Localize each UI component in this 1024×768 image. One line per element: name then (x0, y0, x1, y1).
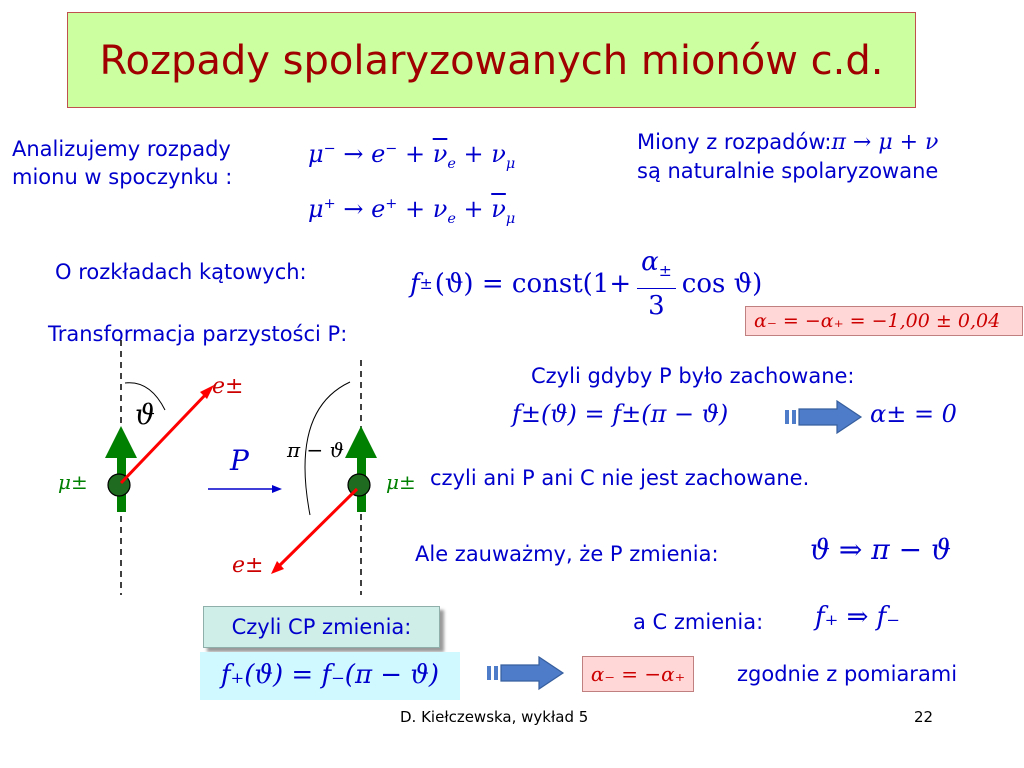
cp-label-box: Czyli CP zmienia: (203, 606, 440, 648)
c-changes-label: a C zmienia: (633, 610, 764, 634)
implies-arrow-1 (785, 400, 863, 435)
pion-formula: π → μ + ν (831, 130, 939, 155)
right-electron-track (275, 487, 359, 570)
pion-line1: Miony z rozpadów: (637, 130, 832, 154)
electron-bottom-label: e± (232, 553, 264, 578)
muon-right-label: μ± (386, 470, 416, 494)
if-conserved-formula: f±(ϑ) = f±(π − ϑ) (512, 400, 729, 428)
pion-line2: są naturalnie spolaryzowane (637, 159, 939, 183)
muon-left-label: μ± (58, 470, 88, 494)
notice-formula: ϑ ⇒ π − ϑ (810, 533, 951, 566)
p-arrow-head (272, 485, 282, 493)
cp-result: α₋ = −α₊ (582, 656, 694, 692)
agreement-text: zgodnie z pomiarami (737, 662, 958, 686)
angular-formula: f± (ϑ) = const(1+ α± 3 cos ϑ) (410, 245, 763, 323)
decay-formula-minus: μ− → e− + νe + νμ (308, 140, 516, 172)
left-electron-track (119, 390, 210, 485)
electron-top-label: e± (212, 374, 244, 399)
pi-minus-theta-label: π − ϑ (287, 438, 344, 462)
decay-formula-plus: μ+ → e+ + νe + νμ (308, 195, 516, 227)
footer-author: D. Kiełczewska, wykład 5 (400, 708, 589, 726)
cp-formula: f₊(ϑ) = f₋(π − ϑ) (200, 652, 460, 700)
c-changes-formula: f₊ ⇒ f₋ (815, 602, 901, 632)
fraction: α± 3 (637, 245, 676, 323)
page-number: 22 (914, 708, 934, 726)
angular-label: O rozkładach kątowych: (55, 260, 307, 284)
right-electron-arrowhead (271, 561, 284, 574)
theta-label: ϑ (135, 398, 156, 431)
right-spin-arrow (345, 426, 377, 458)
if-conserved-label: Czyli gdyby P było zachowane: (531, 364, 855, 388)
right-angle-arc (304, 381, 351, 516)
notice-label: Ale zauważmy, że P zmienia: (415, 542, 719, 566)
intro-text: Analizujemy rozpady mionu w spoczynku : (12, 135, 232, 191)
parity-label: Transformacja parzystości P: (48, 322, 348, 346)
title-box: Rozpady spolaryzowanych mionów c.d. (67, 12, 916, 108)
left-spin-arrow (105, 426, 137, 458)
cp-label: Czyli CP zmienia: (231, 615, 412, 639)
p-label: P (230, 444, 249, 477)
left-angle-arc (124, 382, 166, 411)
left-electron-arrowhead (200, 385, 214, 399)
intro-line1: Analizujemy rozpady (12, 137, 231, 161)
neither-conserved: czyli ani P ani C nie jest zachowane. (430, 466, 810, 490)
alpha-measurement: α₋ = −α₊ = −1,00 ± 0,04 (745, 306, 1023, 336)
slide-title: Rozpady spolaryzowanych mionów c.d. (99, 38, 884, 84)
pion-text: Miony z rozpadów:π → μ + ν są naturalnie… (637, 128, 938, 185)
parity-diagram (105, 340, 377, 595)
intro-line2: mionu w spoczynku : (12, 165, 233, 189)
implies-arrow-2 (487, 656, 565, 691)
alpha-zero: α± = 0 (870, 400, 957, 428)
